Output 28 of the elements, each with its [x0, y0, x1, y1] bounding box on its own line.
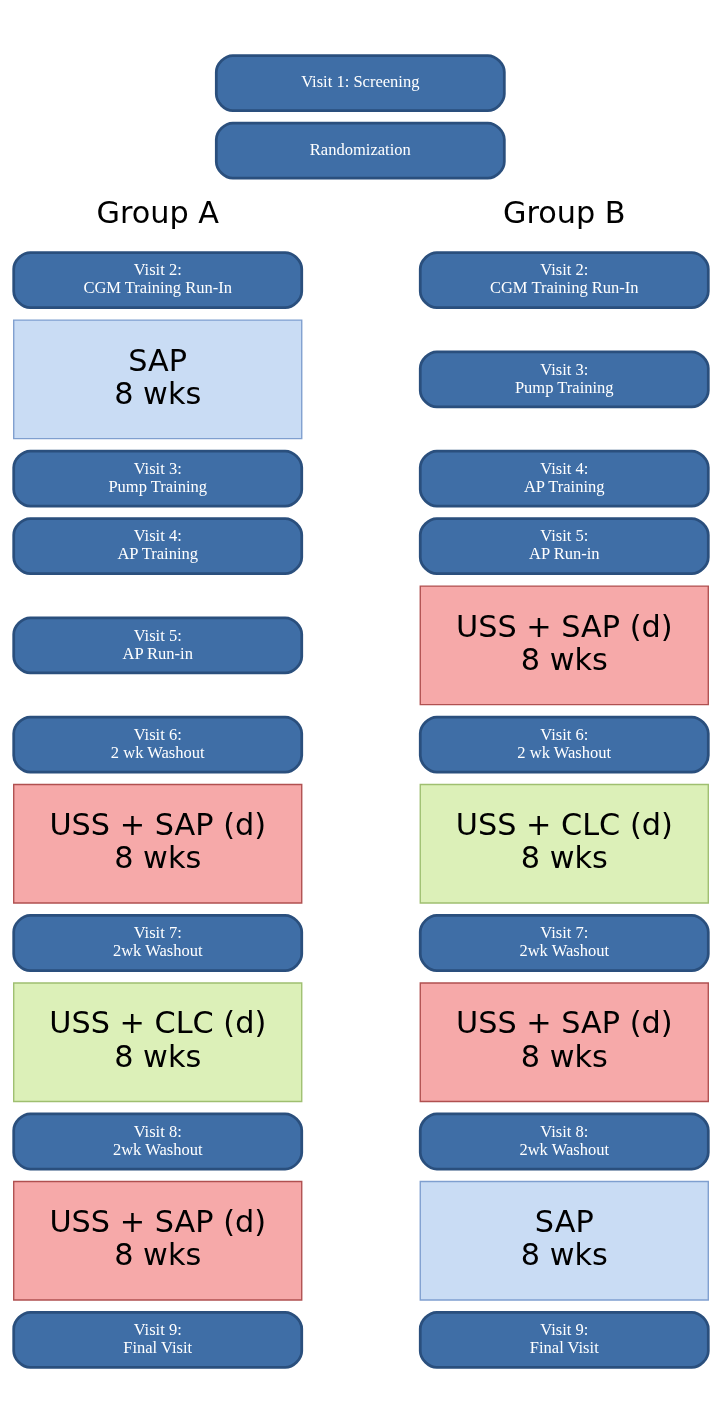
- node-box: Visit 8: 2wk Washout: [12, 1112, 304, 1171]
- node-box: Visit 1: Screening: [214, 54, 506, 112]
- node-box: USS + SAP (d) 8 wks: [419, 982, 709, 1103]
- node-box: USS + SAP (d) 8 wks: [13, 783, 303, 904]
- node-box: Visit 4: AP Training: [12, 517, 304, 576]
- label: Group B: [502, 195, 626, 231]
- node-box: SAP 8 wks: [419, 1180, 709, 1301]
- node-box: SAP 8 wks: [13, 319, 303, 440]
- node-box: Visit 5: AP Run-in: [418, 517, 710, 576]
- node-box: Visit 8: 2wk Washout: [418, 1112, 710, 1171]
- node-box: Visit 3: Pump Training: [12, 449, 304, 508]
- node-box: Visit 7: 2wk Washout: [418, 914, 710, 972]
- node-box: Visit 6: 2 wk Washout: [418, 715, 710, 774]
- label: Group A: [96, 195, 220, 231]
- node-box: Visit 2: CGM Training Run-In: [12, 251, 304, 310]
- node-box: USS + SAP (d) 8 wks: [419, 585, 709, 706]
- node-box: Visit 2: CGM Training Run-In: [418, 251, 710, 310]
- node-box: Visit 9: Final Visit: [12, 1310, 304, 1369]
- node-box: USS + CLC (d) 8 wks: [13, 982, 303, 1103]
- node-box: Visit 6: 2 wk Washout: [12, 715, 304, 774]
- node-box: Visit 3: Pump Training: [418, 350, 710, 409]
- node-box: USS + CLC (d) 8 wks: [419, 783, 709, 904]
- node-box: Visit 5: AP Run-in: [12, 616, 304, 675]
- node-box: Randomization: [214, 121, 506, 180]
- node-box: Visit 4: AP Training: [418, 449, 710, 508]
- node-box: Visit 7: 2wk Washout: [12, 914, 304, 972]
- node-box: USS + SAP (d) 8 wks: [13, 1180, 303, 1301]
- node-box: Visit 9: Final Visit: [418, 1310, 710, 1369]
